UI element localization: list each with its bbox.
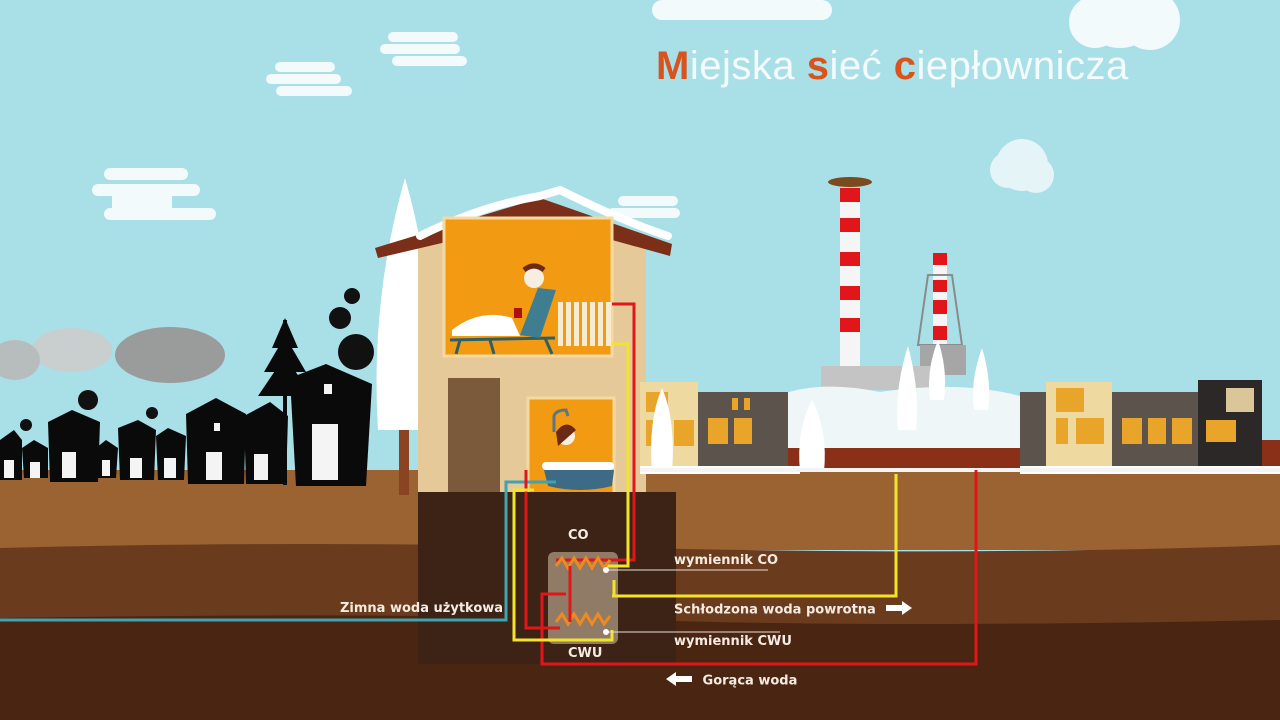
power-plant: [821, 177, 966, 390]
pipes: [0, 302, 978, 666]
return-pipe: [606, 342, 630, 568]
cloud-small: [380, 32, 467, 66]
title-part: s: [806, 44, 830, 88]
bathing-woman-figure: [542, 408, 614, 490]
cooled-return-text: Schłodzona woda powrotna: [674, 602, 876, 618]
arrow-left-icon: [666, 672, 692, 690]
page-title: Miejska sieć ciepłownicza: [656, 44, 1129, 89]
hot-water-text: Gorąca woda: [702, 673, 798, 689]
label-co: CO: [568, 528, 589, 543]
title-part: c: [893, 44, 917, 88]
smog: [0, 288, 374, 431]
relaxing-man-figure: [449, 263, 556, 355]
radiator-icon: [558, 302, 611, 346]
label-hot-water: Gorąca woda: [666, 672, 797, 690]
door: [448, 378, 500, 494]
label-cold-water: Zimna woda użytkowa: [340, 601, 504, 616]
hot-water-pipe: [540, 470, 978, 666]
basement: [418, 492, 676, 664]
title-part: ieć: [829, 44, 894, 88]
label-exchanger-cwu: wymiennik CWU: [674, 634, 792, 649]
ground-deep: [0, 615, 1280, 720]
label-cooled-return: Schłodzona woda powrotna: [674, 601, 913, 619]
house: [375, 185, 672, 496]
label-cwu: CWU: [568, 646, 603, 661]
cold-water-pipe: [0, 480, 556, 622]
title-part: iepłownicza: [916, 44, 1129, 88]
clouds: [92, 0, 1180, 220]
title-part: M: [656, 44, 690, 88]
title-part: iejska: [689, 44, 807, 88]
label-exchanger-co: wymiennik CO: [674, 553, 779, 568]
exchanger-coils: [554, 555, 612, 627]
leader-lines: [606, 569, 780, 633]
arrow-right-icon: [886, 601, 913, 619]
